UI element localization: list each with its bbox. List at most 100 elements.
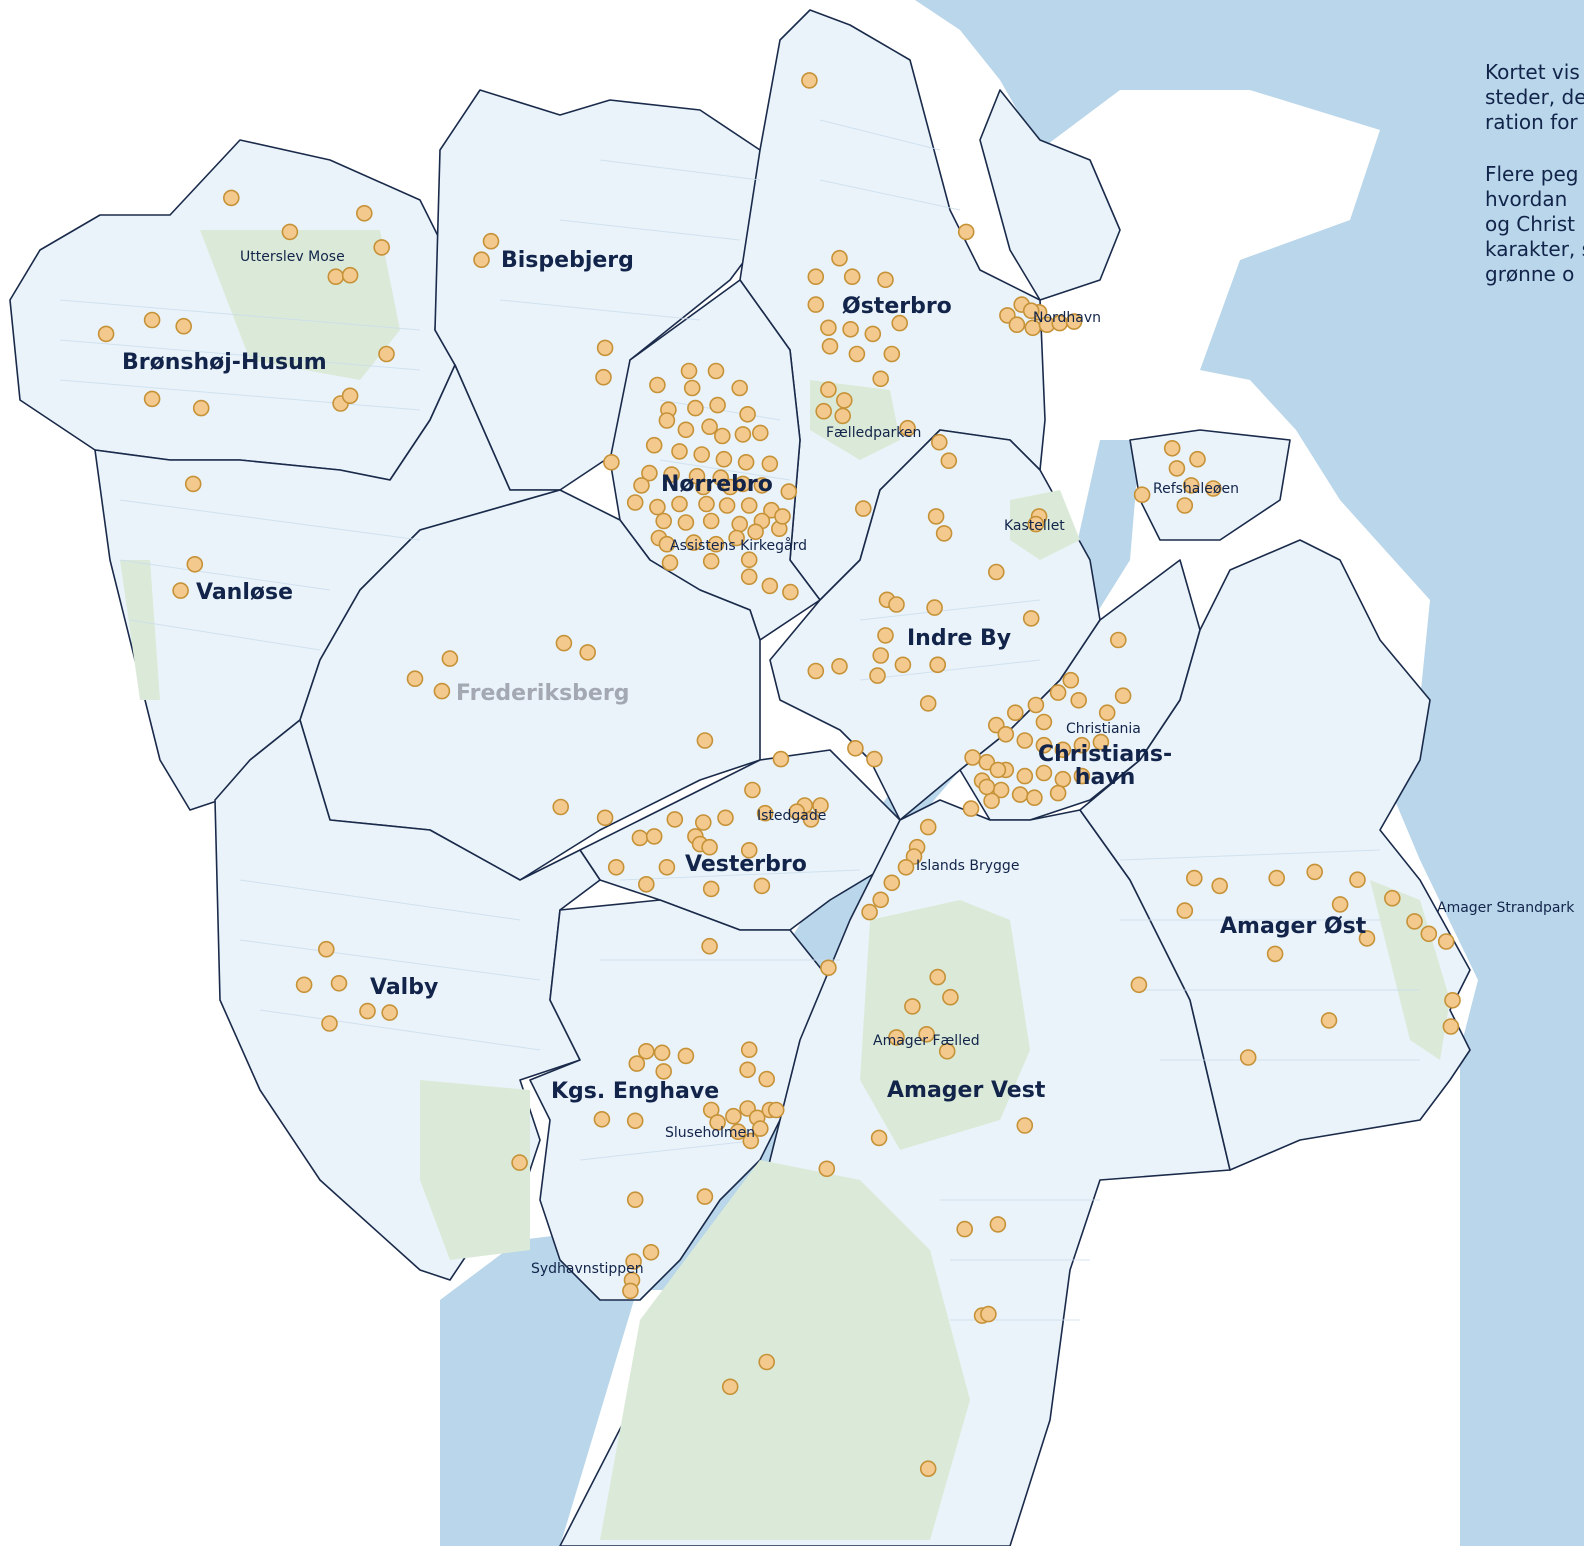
circle-marker-icon [802, 811, 820, 828]
circle-marker-icon [938, 1043, 956, 1060]
circle-marker-icon [1163, 439, 1181, 457]
circle-marker-icon [603, 453, 620, 471]
circle-marker-icon [637, 1043, 655, 1060]
circle-marker-icon [649, 376, 666, 394]
circle-marker-icon [1049, 684, 1067, 701]
circle-marker-icon [740, 568, 758, 586]
circle-marker-icon [1320, 1012, 1338, 1029]
bay-south [440, 1230, 640, 1546]
circle-marker-icon [693, 446, 711, 463]
circle-marker-icon [740, 1041, 758, 1058]
circle-marker-icon [866, 750, 883, 768]
circle-marker-icon [753, 477, 771, 494]
circle-marker-icon [555, 634, 573, 652]
circle-marker-icon [579, 644, 597, 661]
circle-marker-icon [929, 656, 947, 674]
circle-marker-icon [642, 1244, 660, 1261]
circle-marker-icon [919, 1460, 937, 1477]
circle-marker-icon [1035, 736, 1053, 754]
circle-marker-icon [894, 656, 912, 674]
circle-marker-icon [983, 792, 1000, 810]
circle-marker-icon [897, 858, 915, 876]
circle-marker-icon [989, 1216, 1007, 1233]
circle-marker-icon [626, 494, 644, 511]
circle-marker-icon [747, 523, 764, 541]
circle-marker-icon [625, 1253, 642, 1270]
circle-marker-icon [1349, 871, 1366, 889]
circle-marker-icon [359, 1002, 376, 1020]
circle-marker-icon [1022, 302, 1040, 320]
circle-marker-icon [1026, 789, 1043, 807]
circle-marker-icon [1186, 869, 1203, 887]
circle-marker-icon [807, 662, 825, 680]
circle-marker-icon [685, 534, 703, 551]
circle-marker-icon [758, 1070, 776, 1088]
circle-marker-icon [441, 650, 459, 667]
district-label-vanlose: Vanløse [196, 580, 294, 605]
circle-marker-icon [1130, 976, 1148, 994]
circle-marker-icon [904, 998, 921, 1015]
circle-marker-icon [1176, 497, 1194, 514]
circle-marker-icon [680, 362, 698, 380]
circle-marker-icon [1239, 1049, 1257, 1066]
circle-marker-icon [877, 627, 894, 644]
circle-marker-icon [831, 657, 848, 675]
circle-marker-icon [645, 828, 663, 845]
circle-marker-icon [718, 497, 736, 514]
green-faelledparken [810, 380, 900, 460]
circle-marker-icon [1205, 480, 1222, 497]
circle-marker-icon [330, 974, 348, 992]
circle-marker-icon [707, 362, 725, 380]
circle-marker-icon [927, 508, 945, 525]
circle-marker-icon [661, 554, 679, 572]
circle-marker-icon [739, 405, 756, 423]
circle-marker-icon [964, 749, 981, 766]
circle-marker-icon [1331, 896, 1349, 913]
district-nordhavn-shape [979, 89, 1121, 301]
map-description-paragraph-1: Kortet vis steder, de ration for [1485, 60, 1584, 134]
map-description: Kortet vis steder, de ration for Flere p… [1485, 60, 1584, 314]
circle-marker-icon [709, 396, 726, 414]
circle-marker-icon [626, 1112, 644, 1130]
circle-marker-icon [1266, 945, 1284, 963]
circle-marker-icon [774, 508, 791, 525]
green-western-edge [120, 560, 160, 700]
circle-marker-icon [1358, 930, 1376, 947]
circle-marker-icon [696, 732, 714, 749]
circle-marker-icon [801, 72, 818, 89]
district-label-osterbro: Østerbro [842, 294, 952, 319]
circle-marker-icon [192, 399, 210, 417]
circle-marker-icon [1420, 925, 1438, 943]
circle-marker-icon [1306, 863, 1323, 881]
circle-marker-icon [317, 940, 335, 958]
circle-marker-icon [1189, 450, 1206, 468]
circle-marker-icon [1092, 733, 1110, 751]
circle-marker-icon [980, 1305, 997, 1323]
circle-marker-icon [1114, 687, 1132, 705]
circle-marker-icon [725, 1107, 742, 1125]
circle-marker-icon [997, 725, 1015, 743]
circle-marker-icon [1035, 713, 1053, 731]
green-amager-faelled [860, 900, 1030, 1150]
circle-marker-icon [645, 436, 663, 454]
circle-marker-icon [919, 695, 937, 712]
circle-marker-icon [788, 803, 806, 821]
circle-marker-icon [626, 1191, 644, 1208]
place-label-amager-faelled: Amager Fælled [873, 1033, 980, 1049]
district-label-christianshavn: Christians- havn [1038, 742, 1173, 790]
circle-marker-icon [820, 319, 837, 337]
circle-marker-icon [940, 452, 958, 470]
place-label-islands-brygge: Islands Brygge [916, 858, 1020, 874]
circle-marker-icon [721, 1378, 739, 1396]
circle-marker-icon [761, 577, 779, 595]
circle-marker-icon [295, 976, 313, 994]
circle-marker-icon [1049, 784, 1067, 802]
circle-marker-icon [835, 392, 853, 409]
district-label-frederiksberg: Frederiksberg [456, 681, 630, 706]
district-label-indre-by: Indre By [907, 626, 1012, 651]
circle-marker-icon [1437, 933, 1455, 950]
circle-marker-icon [888, 1029, 905, 1046]
circle-marker-icon [926, 599, 943, 616]
circle-marker-icon [761, 455, 779, 473]
